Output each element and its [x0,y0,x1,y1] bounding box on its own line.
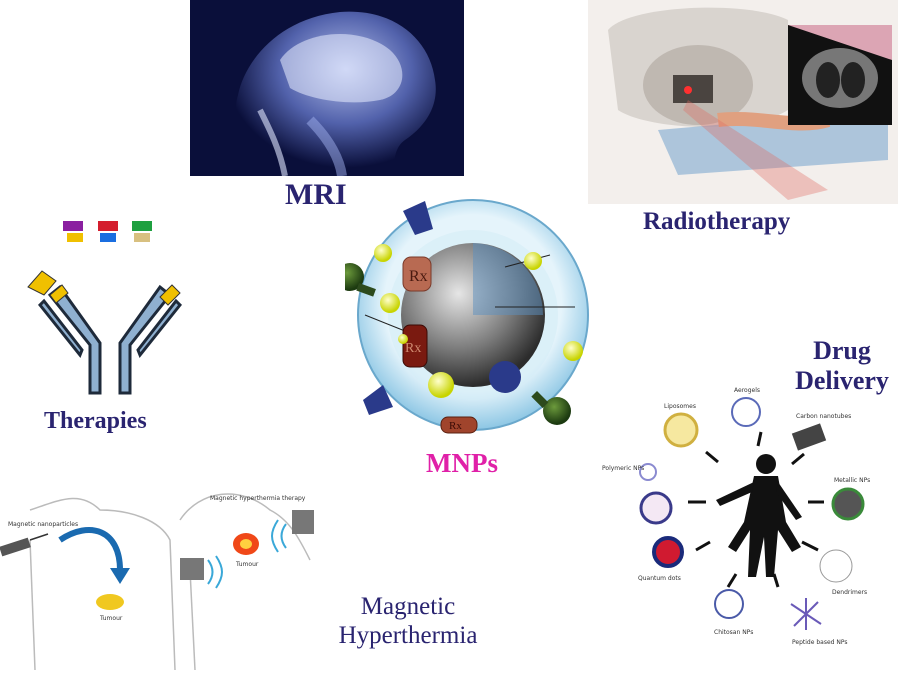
magnet-coil-right [292,510,314,534]
polymeric-np-icon [639,491,673,525]
rx-tag: Rx [402,256,432,292]
svg-text:Rx: Rx [409,268,428,285]
mnps-label: MNPs [426,448,498,478]
drug-item-label: Quantum dots [638,575,681,582]
drug-item-label: Carbon nanotubes [796,413,851,420]
arrow-icon [58,527,123,571]
purple-block [63,221,83,231]
magnetic-hyperthermia-label: Magnetic Hyperthermia [338,593,478,649]
peptide-np-icon [790,598,822,630]
mnp-illustration: Rx Rx Rx [345,199,589,434]
drug-item-label: Liposomes [664,403,696,410]
tumor-spot [96,594,124,610]
liposome-icon [663,412,699,448]
drug-delivery-illustration: Liposomes Aerogels Carbon nanotubes Meta… [602,387,870,646]
hyperthermia-illustration: Magnetic nanoparticles Tumour Magnetic h… [0,493,314,671]
drug-item-label: Peptide based NPs [792,639,847,646]
drug-item-label: Metallic NPs [834,477,870,484]
drug-item-label: Chitosan NPs [714,629,753,636]
mri-scan-image [190,0,464,176]
magnet-coil-left [180,558,204,580]
radiotherapy-label: Radiotherapy [643,208,791,235]
drug-item-label: Polymeric NPs [602,465,644,472]
quantum-dot-icon [652,536,684,568]
dendrimer-icon [819,549,853,583]
therapies-label: Therapies [44,408,147,434]
tumor-label: Tumour [99,615,123,622]
drug-delivery-label: Drug Delivery [795,336,889,395]
antibody-illustration [27,221,183,395]
svg-text:Rx: Rx [405,341,421,356]
drug-item-label: Aerogels [734,387,760,394]
radiotherapy-image [588,0,898,204]
rx-tag: Rx [440,416,478,434]
human-silhouette [716,454,802,577]
hyperthermia-caption: Magnetic nanoparticles [8,521,78,528]
aerogel-icon [731,397,761,427]
drug-item-label: Dendrimers [832,589,867,596]
chitosan-np-icon [714,589,744,619]
metallic-np-icon [831,487,865,521]
mri-label: MRI [285,178,347,211]
svg-text:Rx: Rx [449,420,462,432]
hyperthermia-caption: Magnetic hyperthermia therapy [210,495,306,502]
carbon-nanotube-icon [791,423,827,451]
syringe-icon [0,537,31,557]
tumor-label: Tumour [235,561,259,568]
rx-tag: Rx [402,324,428,368]
